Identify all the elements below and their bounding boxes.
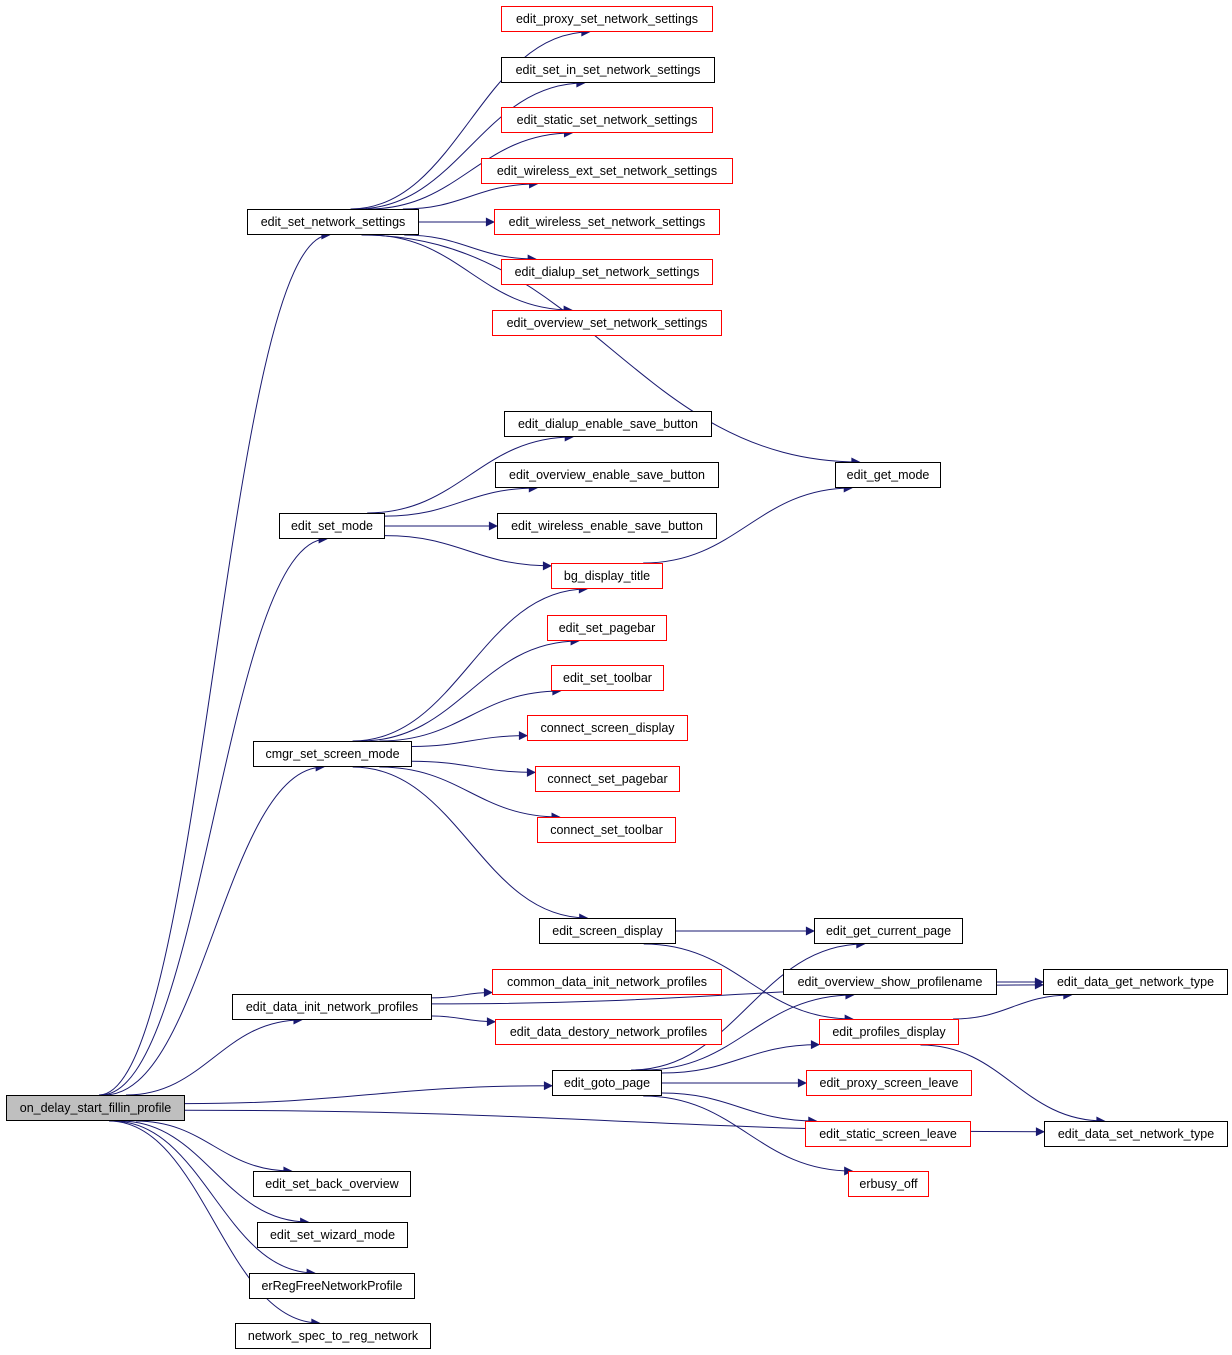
edge-cmgr_set_screen_mode-to-bg_display_title xyxy=(352,584,588,742)
edge-edit_set_network_settings-to-edit_dialup_set_network_settings xyxy=(404,234,537,264)
edge-edit_set_network_settings-to-edit_wireless_ext_set_network_settings xyxy=(402,179,539,210)
edge-root-to-erRegFreeNetworkProfile xyxy=(112,1120,316,1278)
edge-edit_set_network_settings-to-edit_set_in_set_network_settings xyxy=(356,78,586,210)
node-edit-get-mode[interactable]: edit_get_mode xyxy=(835,462,941,488)
node-connect-set-pagebar[interactable]: connect_set_pagebar xyxy=(535,766,680,792)
node-edit-data-set-network-type[interactable]: edit_data_set_network_type xyxy=(1044,1121,1228,1147)
node-edit-data-get-network-type[interactable]: edit_data_get_network_type xyxy=(1043,969,1228,995)
edge-edit_profiles_display-to-edit_data_set_network_type xyxy=(920,1044,1106,1126)
node-edit-overview-set-network-settings[interactable]: edit_overview_set_network_settings xyxy=(492,310,722,336)
node-edit-proxy-screen-leave[interactable]: edit_proxy_screen_leave xyxy=(806,1070,972,1096)
node-edit-screen-display[interactable]: edit_screen_display xyxy=(539,918,676,944)
edge-edit_goto_page-to-edit_get_current_page xyxy=(631,939,866,1071)
node-edit-overview-enable-save-button[interactable]: edit_overview_enable_save_button xyxy=(495,462,719,488)
edge-edit_set_network_settings-to-edit_overview_set_network_settings xyxy=(368,234,573,315)
edge-bg_display_title-to-edit_get_mode xyxy=(643,483,853,564)
node-edit-dialup-enable-save-button[interactable]: edit_dialup_enable_save_button xyxy=(504,411,712,437)
edge-root-to-edit_set_network_settings xyxy=(98,230,331,1096)
node-erregfreenetworkprofile[interactable]: erRegFreeNetworkProfile xyxy=(249,1273,415,1299)
node-edit-dialup-set-network-settings[interactable]: edit_dialup_set_network_settings xyxy=(501,259,713,285)
edge-root-to-network_spec_to_reg_network xyxy=(109,1120,321,1328)
node-edit-set-network-settings[interactable]: edit_set_network_settings xyxy=(247,209,419,235)
edge-edit_data_init_network_profiles-to-edit_data_destory_network_profiles xyxy=(431,1015,496,1027)
node-edit-proxy-set-network-settings[interactable]: edit_proxy_set_network_settings xyxy=(501,6,713,32)
node-edit-set-pagebar[interactable]: edit_set_pagebar xyxy=(547,615,667,641)
edge-edit_set_mode-to-edit_overview_enable_save_button xyxy=(384,483,538,517)
node-edit-data-init-network-profiles[interactable]: edit_data_init_network_profiles xyxy=(232,994,432,1020)
node-edit-static-screen-leave[interactable]: edit_static_screen_leave xyxy=(805,1121,971,1147)
edge-cmgr_set_screen_mode-to-connect_screen_display xyxy=(411,731,528,747)
node-edit-profiles-display[interactable]: edit_profiles_display xyxy=(819,1019,959,1045)
node-edit-set-toolbar[interactable]: edit_set_toolbar xyxy=(551,665,664,691)
node-edit-get-current-page[interactable]: edit_get_current_page xyxy=(814,918,963,944)
node-edit-set-back-overview[interactable]: edit_set_back_overview xyxy=(253,1171,411,1197)
edge-cmgr_set_screen_mode-to-edit_screen_display xyxy=(352,766,589,923)
node-cmgr-set-screen-mode[interactable]: cmgr_set_screen_mode xyxy=(253,741,412,767)
edge-edit_data_init_network_profiles-to-common_data_init_network_profiles xyxy=(431,987,493,999)
edge-root-to-edit_set_back_overview xyxy=(135,1120,293,1176)
node-edit-set-wizard-mode[interactable]: edit_set_wizard_mode xyxy=(257,1222,408,1248)
node-bg-display-title[interactable]: bg_display_title xyxy=(551,563,663,589)
edge-cmgr_set_screen_mode-to-connect_set_toolbar xyxy=(379,766,561,822)
edge-root-to-edit_set_wizard_mode xyxy=(119,1120,310,1227)
edge-root-to-edit_goto_page xyxy=(184,1081,553,1105)
edge-edit_goto_page-to-edit_profiles_display xyxy=(661,1040,820,1074)
node-connect-set-toolbar[interactable]: connect_set_toolbar xyxy=(537,817,676,843)
edge-edit_set_network_settings-to-edit_get_mode xyxy=(361,234,861,467)
node-edit-overview-show-profilename[interactable]: edit_overview_show_profilename xyxy=(783,969,997,995)
node-erbusy-off[interactable]: erbusy_off xyxy=(848,1171,929,1197)
node-on-delay-start-fillin-profile[interactable]: on_delay_start_fillin_profile xyxy=(6,1095,185,1121)
edge-edit_set_network_settings-to-edit_proxy_set_network_settings xyxy=(350,27,591,210)
edge-cmgr_set_screen_mode-to-edit_set_pagebar xyxy=(360,636,580,742)
edge-edit_profiles_display-to-edit_data_get_network_type xyxy=(953,990,1073,1020)
edge-cmgr_set_screen_mode-to-connect_set_pagebar xyxy=(411,760,536,777)
node-edit-wireless-ext-set-network-settings[interactable]: edit_wireless_ext_set_network_settings xyxy=(481,158,733,184)
edge-root-to-edit_set_mode xyxy=(100,534,328,1096)
edge-edit_screen_display-to-edit_profiles_display xyxy=(643,943,854,1024)
edge-edit_goto_page-to-edit_static_screen_leave xyxy=(661,1092,818,1126)
edge-edit_set_network_settings-to-edit_static_set_network_settings xyxy=(367,128,573,210)
edge-root-to-cmgr_set_screen_mode xyxy=(104,762,325,1096)
edge-root-to-edit_data_init_network_profiles xyxy=(125,1015,303,1096)
node-network-spec-to-reg-network[interactable]: network_spec_to_reg_network xyxy=(235,1323,431,1349)
node-edit-set-mode[interactable]: edit_set_mode xyxy=(279,513,385,539)
node-edit-set-in-set-network-settings[interactable]: edit_set_in_set_network_settings xyxy=(501,57,715,83)
node-common-data-init-network-profiles[interactable]: common_data_init_network_profiles xyxy=(492,969,722,995)
edge-edit_set_mode-to-bg_display_title xyxy=(384,535,552,571)
node-connect-screen-display[interactable]: connect_screen_display xyxy=(527,715,688,741)
edge-edit_set_mode-to-edit_dialup_enable_save_button xyxy=(367,432,574,514)
node-edit-static-set-network-settings[interactable]: edit_static_set_network_settings xyxy=(501,107,713,133)
node-edit-data-destory-network-profiles[interactable]: edit_data_destory_network_profiles xyxy=(495,1019,722,1045)
node-edit-wireless-enable-save-button[interactable]: edit_wireless_enable_save_button xyxy=(497,513,717,539)
node-edit-goto-page[interactable]: edit_goto_page xyxy=(552,1070,662,1096)
edge-edit_goto_page-to-edit_overview_show_profilename xyxy=(643,990,855,1071)
edge-edit_goto_page-to-erbusy_off xyxy=(643,1095,854,1176)
node-edit-wireless-set-network-settings[interactable]: edit_wireless_set_network_settings xyxy=(494,209,720,235)
edge-cmgr_set_screen_mode-to-edit_set_toolbar xyxy=(379,686,562,742)
